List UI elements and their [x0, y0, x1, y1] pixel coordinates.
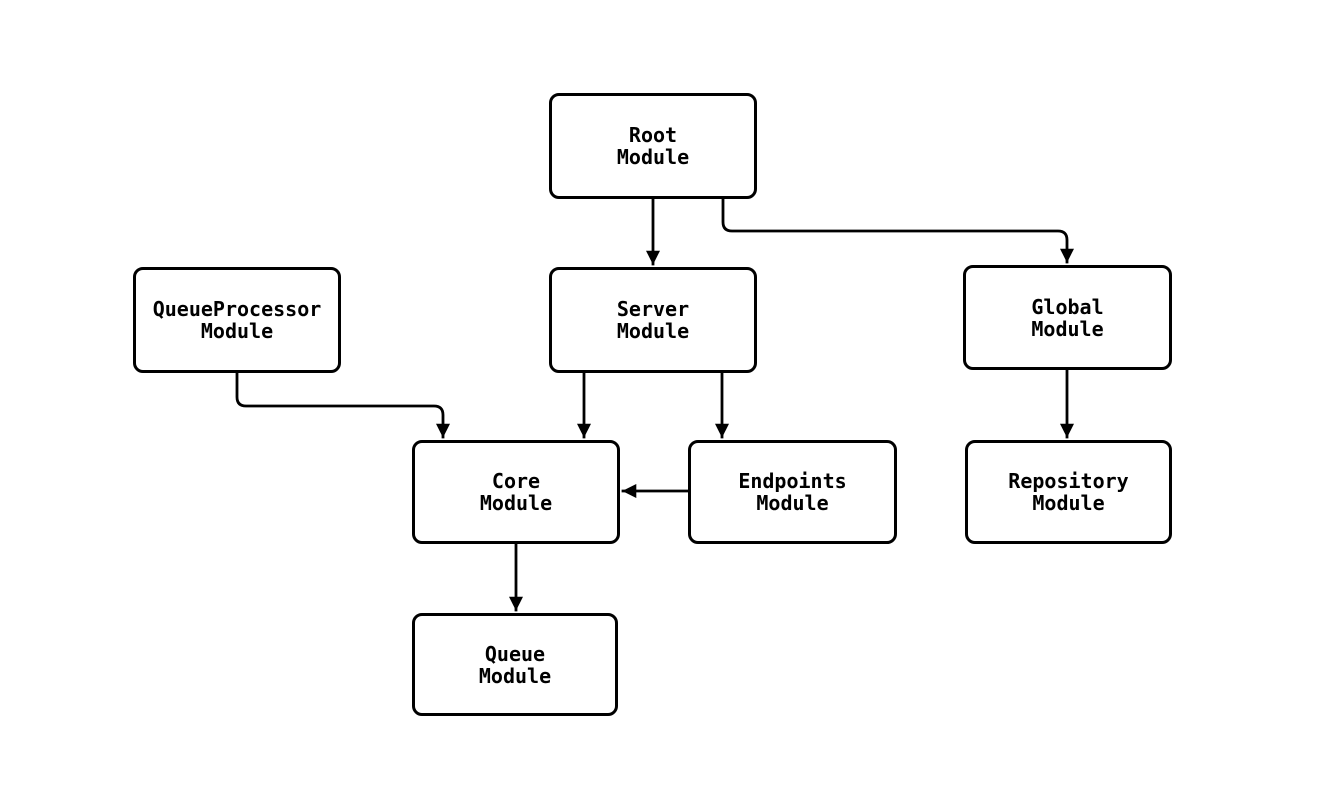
- node-label-line: Module: [756, 491, 829, 515]
- node-label-line: Module: [478, 663, 552, 688]
- node-label-line: Server: [616, 297, 690, 321]
- node-label-line: Module: [200, 319, 274, 343]
- edges-group: [235, 197, 1074, 612]
- node-label-line: Module: [616, 145, 690, 169]
- node-label-line: Queue: [484, 641, 546, 666]
- node-queue-module: Queue Module: [412, 613, 618, 716]
- node-label-line: Module: [479, 491, 553, 515]
- node-label-line: Module: [616, 319, 690, 343]
- node-queueprocessor-module: QueueProcessor Module: [133, 267, 341, 373]
- node-core-module: Core Module: [412, 440, 620, 544]
- node-repository-module: Repository Module: [965, 440, 1172, 544]
- node-label-line: Module: [1032, 491, 1105, 515]
- node-root-module: Root Module: [549, 93, 757, 199]
- node-label-line: Repository: [1008, 469, 1129, 493]
- edge-root-to-global: [721, 197, 1074, 264]
- node-endpoints-module: Endpoints Module: [688, 440, 897, 544]
- node-label-line: Endpoints: [738, 469, 847, 493]
- node-server-module: Server Module: [549, 267, 757, 373]
- node-label-line: Core: [491, 469, 541, 493]
- node-label-line: QueueProcessor: [152, 297, 322, 321]
- edge-queueprocessor-to-core: [235, 372, 450, 439]
- node-global-module: Global Module: [963, 265, 1172, 370]
- node-label-line: Global: [1031, 294, 1104, 319]
- node-label-line: Module: [1031, 316, 1104, 341]
- node-label-line: Root: [628, 123, 678, 147]
